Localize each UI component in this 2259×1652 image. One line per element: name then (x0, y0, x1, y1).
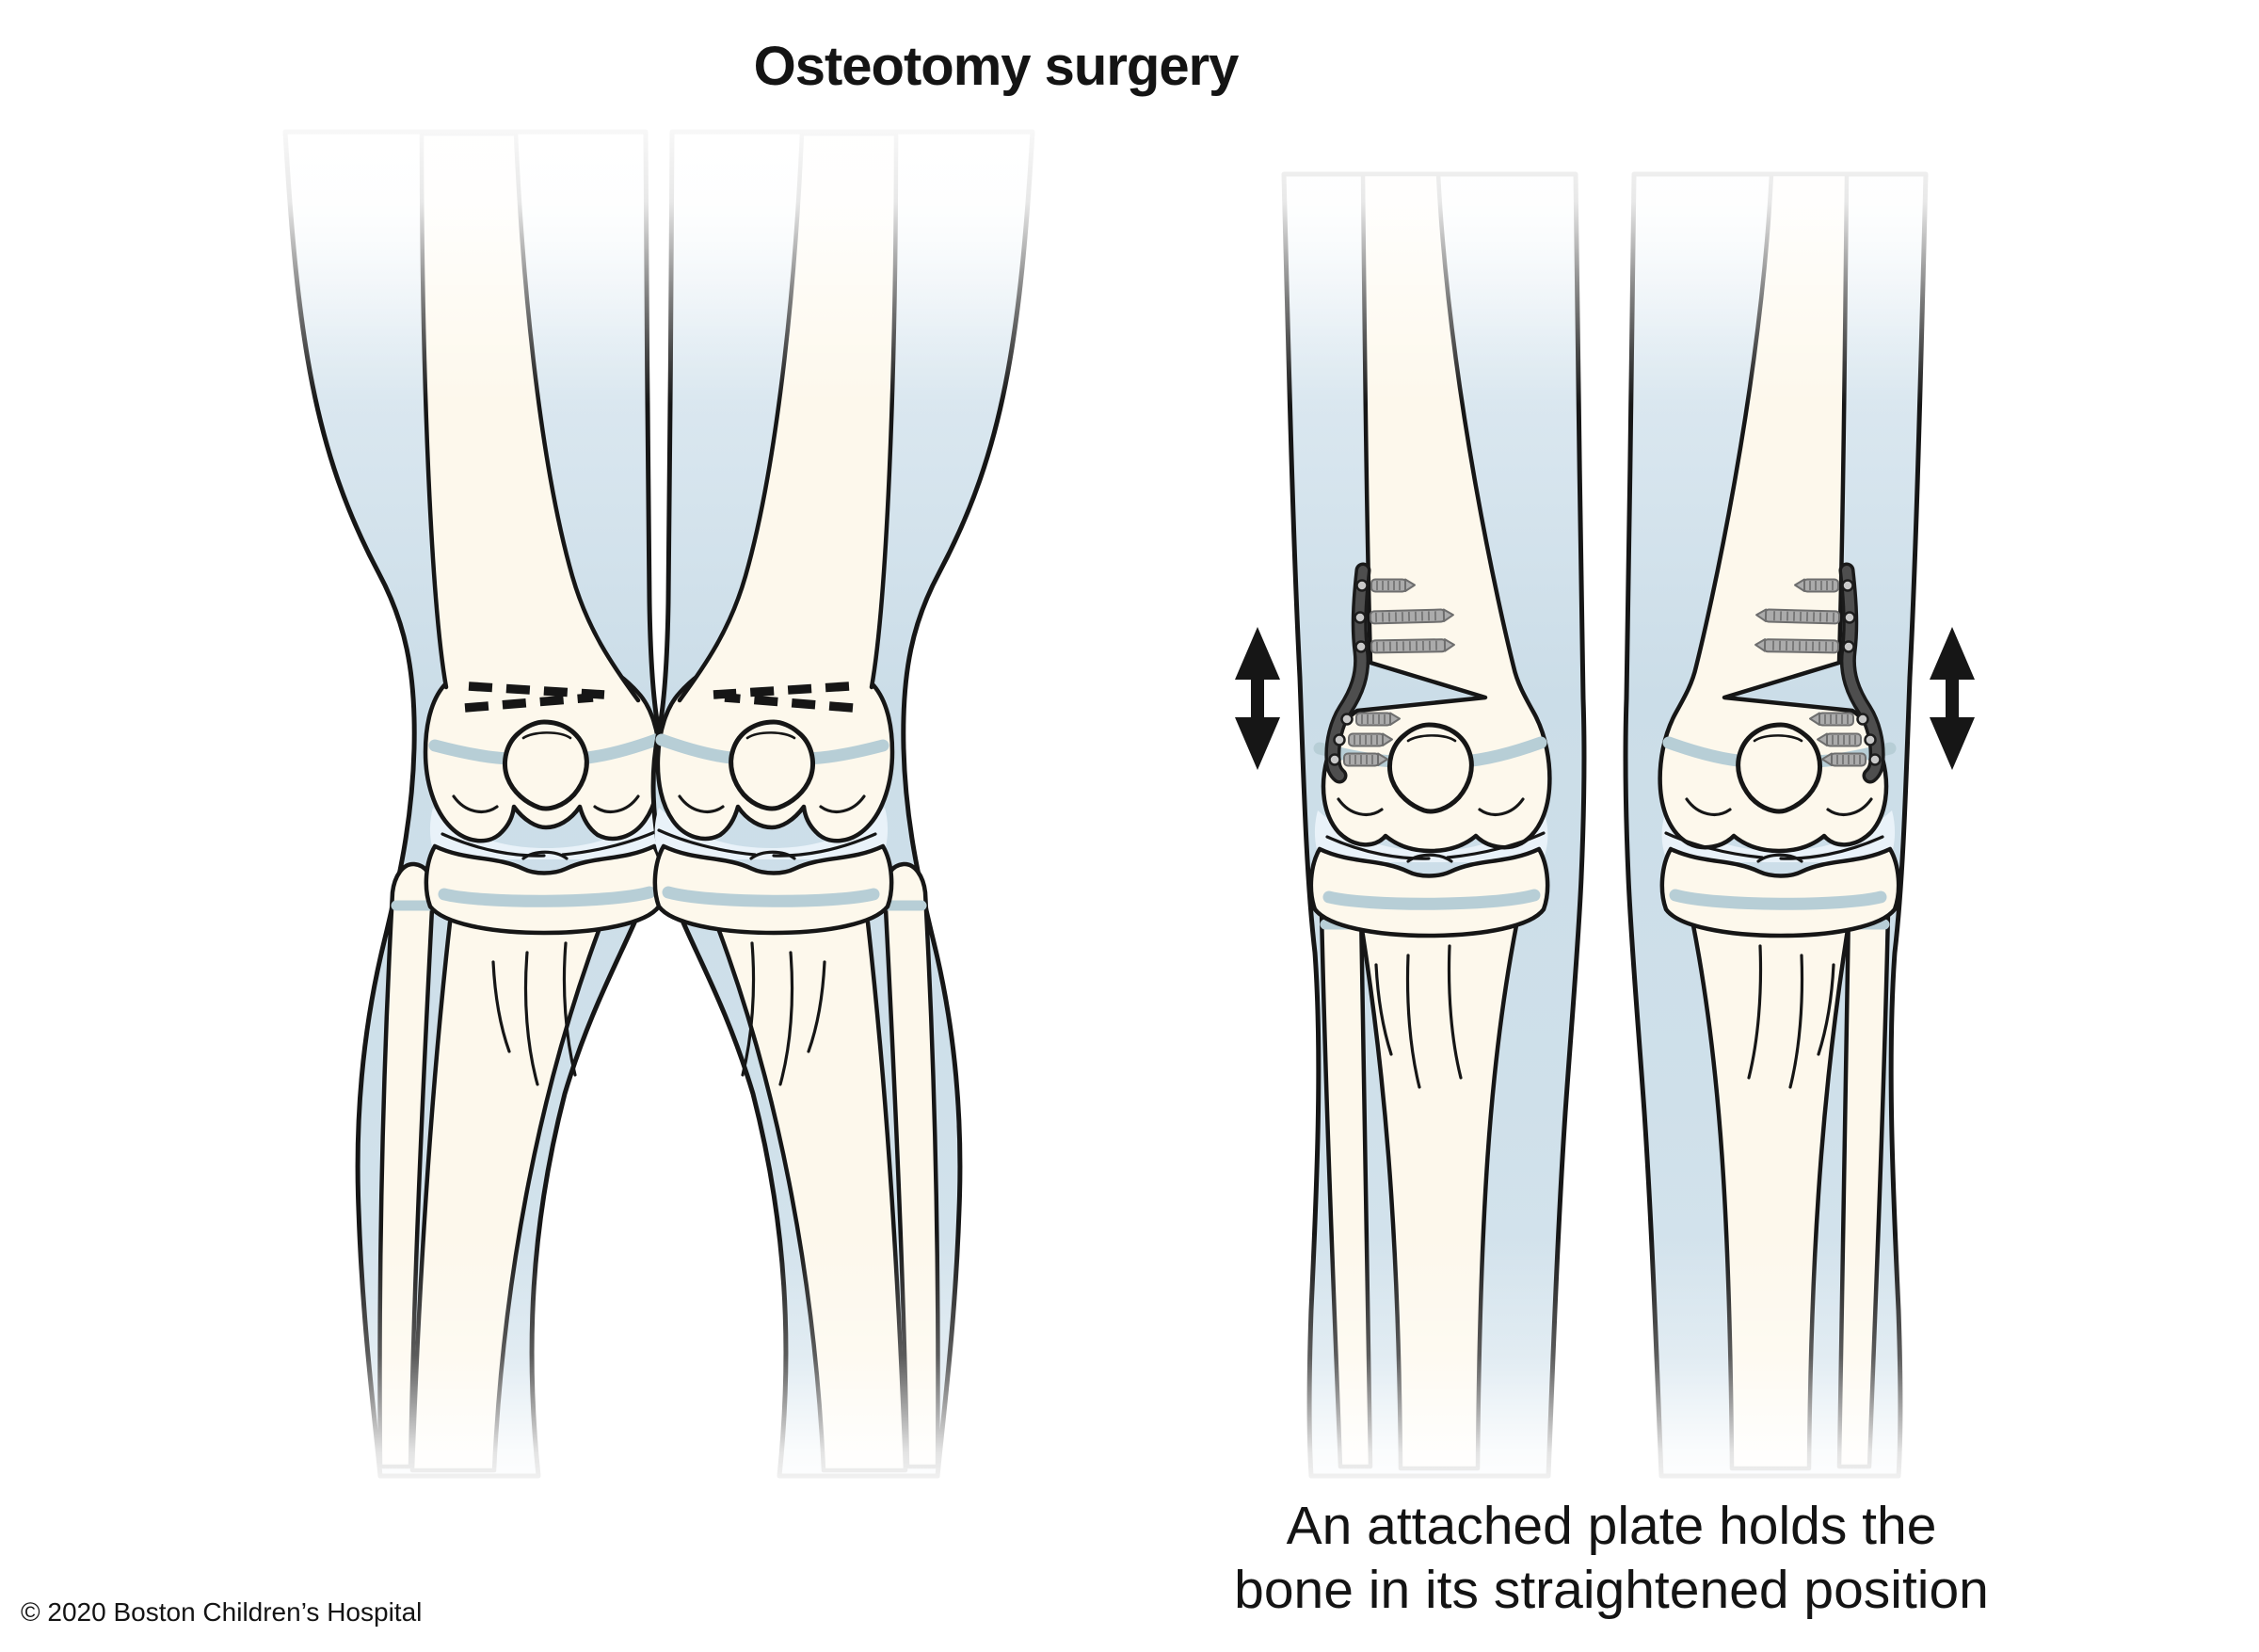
copyright-notice: © 2020 Boston Children’s Hospital (21, 1597, 422, 1627)
top-fade (0, 94, 2259, 405)
page-title: Osteotomy surgery (754, 36, 1240, 97)
caption-line-2: bone in its straightened position (1234, 1560, 1989, 1620)
caption-line-1: An attached plate holds the (1287, 1496, 1937, 1556)
bottom-fade (0, 1233, 2259, 1525)
